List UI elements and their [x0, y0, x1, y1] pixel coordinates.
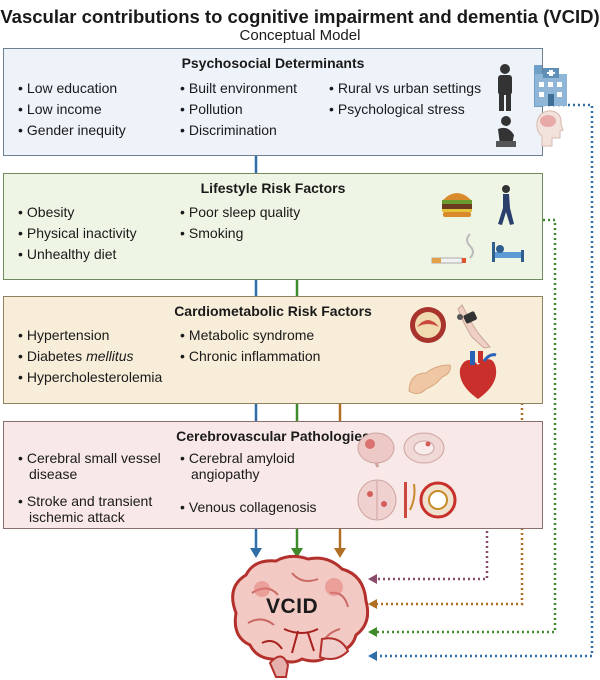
blood-pressure-arm-icon [457, 304, 491, 349]
arrow-blue [250, 548, 262, 558]
dotted-path-green [376, 218, 557, 634]
page-title: Vascular contributions to cognitive impa… [0, 6, 600, 27]
list-item: •Low income [18, 101, 102, 117]
list-item: •Cerebral amyloid [180, 450, 295, 466]
brain-lesion-icon [357, 432, 395, 468]
vcid-label: VCID [266, 595, 319, 618]
cerebrovascular-heading: Cerebrovascular Pathologies [176, 428, 370, 444]
list-item: •Obesity [18, 204, 75, 220]
list-item: •Rural vs urban settings [329, 80, 482, 96]
list-item-continuation: ischemic attack [29, 509, 125, 525]
list-item: •Unhealthy diet [18, 246, 117, 262]
vessel-cross-section-icon [404, 481, 457, 519]
heart-icon [459, 351, 497, 399]
cigarette-icon [431, 233, 474, 264]
list-item-continuation: disease [29, 466, 78, 482]
list-item: •Physical inactivity [18, 225, 137, 241]
bed-icon [492, 242, 524, 262]
pancreas-icon [408, 364, 451, 395]
walking-person-icon [498, 185, 514, 225]
list-item: •Discrimination [180, 122, 277, 138]
cardiometabolic-heading: Cardiometabolic Risk Factors [174, 303, 372, 319]
head-brain-icon [536, 110, 564, 147]
arrow-green [291, 548, 303, 558]
psychosocial-determinants-box: Psychosocial Determinants •Low education… [3, 48, 543, 156]
list-item: •Built environment [180, 80, 298, 96]
list-item: •Venous collagenosis [180, 499, 317, 515]
page-subtitle: Conceptual Model [239, 27, 361, 44]
psychosocial-heading: Psychosocial Determinants [181, 55, 365, 71]
cardiometabolic-risk-factors-box: Cardiometabolic Risk Factors •Hypertensi… [3, 296, 543, 404]
list-item: •Poor sleep quality [180, 204, 301, 220]
brain-section-icon [403, 432, 445, 464]
artery-plaque-icon [410, 307, 446, 343]
list-item: •Low education [18, 80, 118, 96]
list-item: •Cerebral small vessel [18, 450, 161, 466]
list-item: •Chronic inflammation [180, 348, 321, 364]
hospital-building-icon [535, 68, 567, 106]
list-item: •Pollution [180, 101, 243, 117]
list-item: •Smoking [180, 225, 244, 241]
list-item-continuation: angiopathy [191, 466, 260, 482]
lifestyle-heading: Lifestyle Risk Factors [200, 180, 346, 196]
list-item: •Hypercholesterolemia [18, 369, 163, 385]
burger-icon [442, 193, 472, 217]
list-item: •Psychological stress [329, 101, 465, 117]
brain-axial-icon [357, 479, 397, 521]
list-item: •Hypertension [18, 327, 110, 343]
list-item: •Metabolic syndrome [180, 327, 315, 343]
list-item: •Diabetes mellitus [18, 348, 134, 364]
list-item: •Gender inequity [18, 122, 126, 138]
stressed-person-icon [496, 116, 516, 147]
lifestyle-risk-factors-box: Lifestyle Risk Factors •Obesity •Physica… [3, 173, 543, 280]
cerebrovascular-pathologies-box: Cerebrovascular Pathologies •Cerebral sm… [3, 421, 543, 529]
list-item: •Stroke and transient [18, 493, 153, 509]
arrow-brown [334, 548, 346, 558]
person-icon [498, 64, 512, 111]
brain-illustration-icon [231, 554, 370, 678]
